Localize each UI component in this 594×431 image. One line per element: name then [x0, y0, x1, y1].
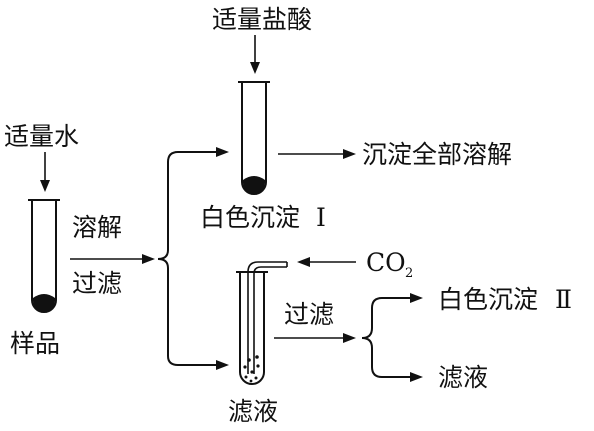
filtrate-2-label: 滤液: [438, 363, 488, 392]
co2-arrow: [297, 257, 356, 267]
dissolved-arrow: [278, 149, 356, 159]
dissolve-label: 溶解: [72, 213, 122, 242]
co2-caption: CO 2: [366, 248, 413, 281]
acid-arrow: [250, 35, 260, 74]
sample-test-tube: [28, 199, 60, 313]
all-dissolved-label: 沉淀全部溶解: [362, 140, 512, 169]
co2-subscript: 2: [405, 266, 413, 281]
filter-label-2: 过滤: [284, 300, 334, 329]
filtrate-1-label: 滤液: [228, 397, 278, 426]
precipitate-1-solid: [243, 176, 265, 194]
precipitate-1-caption: 白色沉淀 Ⅰ: [200, 203, 326, 232]
precipitate-1-numeral: Ⅰ: [316, 203, 326, 232]
precipitate-2-numeral: Ⅱ: [555, 285, 572, 314]
bubbles: [243, 355, 260, 383]
gas-delivery-tube: [247, 261, 288, 374]
branch-brace-2: [361, 293, 423, 382]
sample-solid: [33, 294, 55, 312]
filter-label-1: 过滤: [72, 269, 122, 298]
water-arrow: [40, 152, 50, 192]
water-label: 适量水: [4, 122, 79, 151]
co2-label: CO: [366, 248, 406, 277]
precipitate-2-label: 白色沉淀: [438, 285, 538, 314]
filter-2-arrow: [274, 333, 356, 343]
acid-label: 适量盐酸: [212, 5, 312, 34]
precipitate-2-caption: 白色沉淀 Ⅱ: [438, 285, 572, 314]
precipitate-1-label: 白色沉淀: [200, 203, 300, 232]
filtrate-test-tube: [236, 271, 268, 385]
sample-label: 样品: [10, 329, 60, 358]
branch-brace: [157, 147, 229, 370]
dissolve-filter-arrow: [70, 254, 155, 264]
precipitate-1-test-tube: [238, 81, 270, 195]
